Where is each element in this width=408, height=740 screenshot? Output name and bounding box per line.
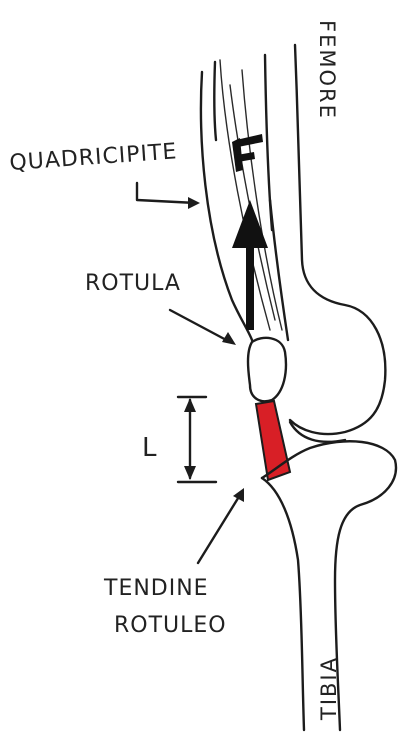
quadriceps-pointer <box>137 183 200 209</box>
quadriceps-label: QUADRICIPITE <box>9 139 178 176</box>
patella-pointer <box>170 310 236 345</box>
patellar-tendon <box>256 401 290 480</box>
patella <box>248 338 286 401</box>
tendon-label-line2: ROTULEO <box>114 613 227 638</box>
joint-line <box>290 422 345 442</box>
tibia-label: TIBIA <box>317 656 341 721</box>
patella-label: ROTULA <box>85 271 181 296</box>
femur-label: FEMORE <box>315 20 339 120</box>
quadriceps-muscle <box>201 60 288 340</box>
tendon-label-line1: TENDINE <box>103 576 209 601</box>
tendon-fill <box>256 401 290 480</box>
tendon-pointer <box>198 488 244 563</box>
length-bracket <box>178 397 216 482</box>
length-label: L <box>142 433 158 463</box>
